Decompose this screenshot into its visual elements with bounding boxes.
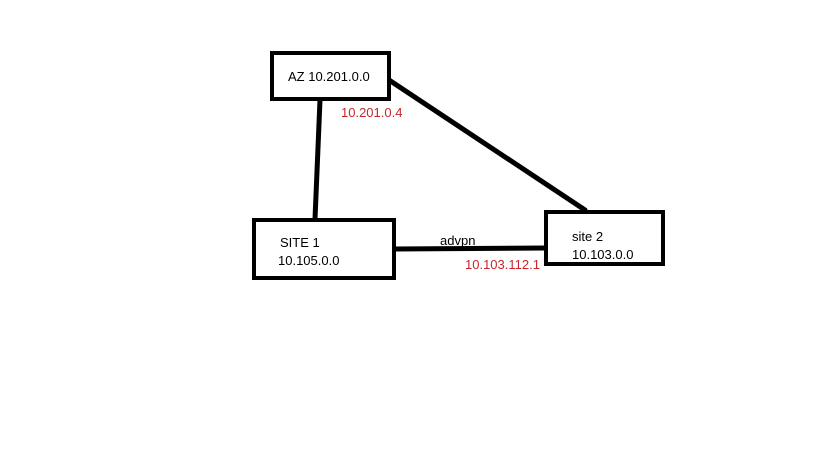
node-az: AZ 10.201.0.0 (270, 51, 391, 101)
az-ip-annotation: 10.201.0.4 (341, 105, 402, 120)
link-az-site1 (312, 97, 323, 222)
node-site2-subnet: 10.103.0.0 (572, 247, 633, 262)
node-site2-box (544, 210, 665, 266)
node-az-box (270, 51, 391, 101)
node-az-label: AZ 10.201.0.0 (288, 69, 370, 84)
link-az-site2 (386, 77, 588, 213)
node-site1-label: SITE 1 (280, 235, 320, 250)
node-site2-label: site 2 (572, 229, 603, 244)
link-label-advpn: advpn (440, 233, 475, 248)
site2-ip-annotation: 10.103.112.1 (465, 257, 540, 272)
node-site1: SITE 1 10.105.0.0 (252, 218, 396, 280)
node-site1-subnet: 10.105.0.0 (278, 253, 339, 268)
link-site1-site2 (391, 245, 549, 252)
node-site1-box (252, 218, 396, 280)
node-site2: site 2 10.103.0.0 (544, 210, 665, 266)
